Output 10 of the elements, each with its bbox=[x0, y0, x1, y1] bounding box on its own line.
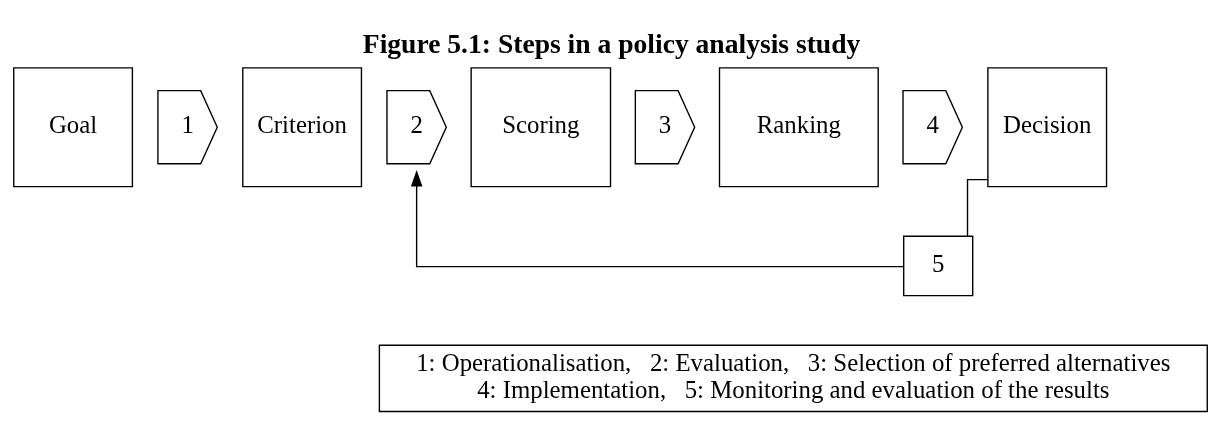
connector bbox=[966, 178, 989, 237]
node-box: 1: Operationalisation, 2: Evaluation, 3: Selection of preferred alternatives 4: Implementation, 5: Monitoring and evaluation of the results bbox=[378, 344, 1208, 412]
arrow bbox=[410, 169, 905, 267]
diagram-title: Figure 5.1: Steps in a policy analysis study bbox=[362, 27, 861, 59]
node-box: Ranking bbox=[718, 66, 879, 187]
node-box: Scoring bbox=[470, 66, 612, 187]
node-box: Criterion bbox=[242, 66, 363, 187]
node-box: Decision bbox=[987, 66, 1108, 187]
node-box: Goal bbox=[13, 66, 134, 187]
node-box: 5 bbox=[903, 235, 974, 296]
